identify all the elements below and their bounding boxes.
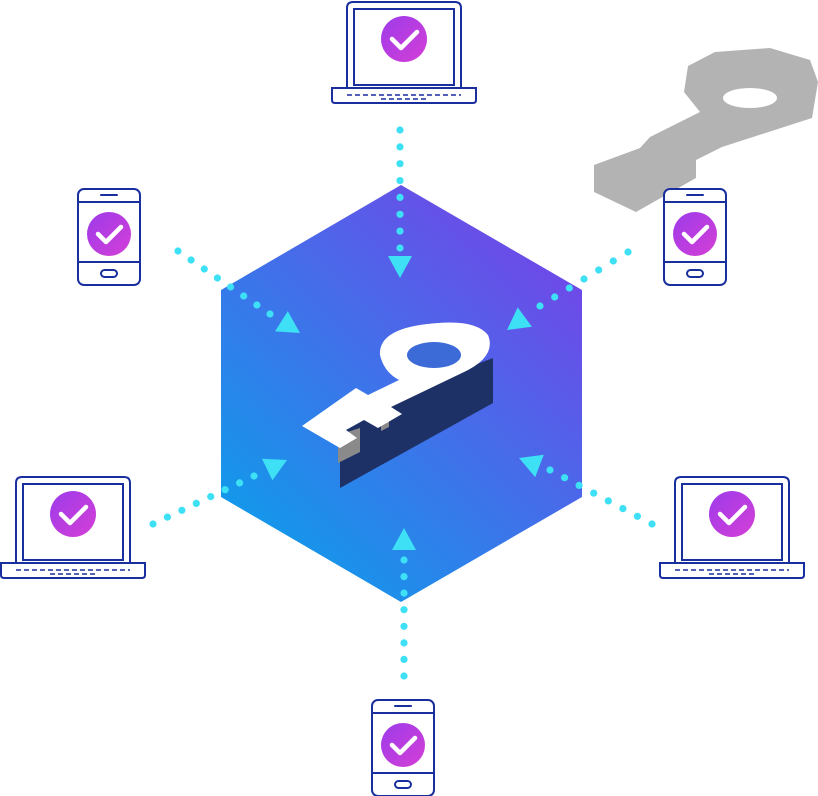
- connector-dot: [633, 512, 642, 520]
- connector-dot: [561, 474, 569, 482]
- connector-arrowhead: [519, 454, 544, 478]
- connector-dot: [400, 556, 408, 564]
- connector-dot: [400, 639, 408, 647]
- connector-dot: [396, 177, 404, 185]
- connector-dot: [227, 283, 235, 291]
- connector-dot: [604, 497, 612, 505]
- connector-dot: [200, 265, 208, 273]
- connector-dot: [551, 293, 559, 301]
- connector-dot: [149, 520, 157, 528]
- connector-dot: [266, 310, 274, 318]
- connector-dot: [396, 143, 404, 151]
- connector-dot: [396, 244, 404, 252]
- connector-arrowhead: [388, 256, 412, 278]
- connector-dot: [192, 499, 200, 507]
- device-laptop-lower-right: [660, 477, 804, 578]
- key-icon: [302, 322, 493, 488]
- connector-dot: [236, 479, 244, 487]
- gray-key-icon: [594, 48, 818, 212]
- connector-dot: [609, 257, 617, 265]
- connector-dot: [580, 275, 588, 283]
- connector-dot: [163, 513, 171, 521]
- connector-dot: [400, 573, 408, 581]
- connector-dot: [546, 466, 554, 474]
- center-hub: [221, 185, 582, 602]
- connector-dot: [648, 520, 656, 528]
- connector-dot: [240, 292, 248, 300]
- connector-dot: [396, 193, 404, 201]
- device-laptop-top: [332, 2, 476, 103]
- connector-dot: [174, 247, 182, 255]
- connector-arrowhead: [275, 311, 300, 333]
- connector-dot: [250, 472, 258, 480]
- connector-group: [149, 126, 656, 680]
- connector-dot: [619, 505, 627, 513]
- connector-dot: [624, 248, 632, 256]
- device-phone-upper-right: [664, 189, 726, 285]
- connector-dot: [253, 301, 261, 309]
- connector-dot: [565, 284, 573, 292]
- connector-dot: [396, 126, 404, 134]
- connector-dot: [536, 302, 544, 310]
- connector-dot: [396, 210, 404, 218]
- connector-dot: [400, 655, 408, 664]
- connector-arrowhead: [507, 307, 532, 330]
- connector-dot: [396, 160, 404, 168]
- connector-dot: [400, 672, 408, 680]
- connector-dot: [400, 606, 408, 614]
- connector-dot: [213, 274, 221, 282]
- connector-dot: [400, 589, 408, 597]
- connector-dot: [595, 266, 603, 274]
- connector-dot: [221, 486, 229, 494]
- device-phone-upper-left: [78, 189, 140, 285]
- connector-dot: [575, 481, 583, 489]
- device-laptop-lower-left: [1, 477, 145, 578]
- connector-arrowhead: [262, 458, 287, 481]
- connector-dot: [590, 489, 598, 497]
- connector-dot: [178, 506, 186, 514]
- device-phone-bottom: [372, 700, 434, 796]
- connector-arrowhead: [392, 528, 416, 550]
- connector-dot: [207, 493, 215, 501]
- connector-dot: [187, 256, 195, 264]
- connector-dot: [396, 227, 404, 235]
- connector-dot: [400, 622, 408, 630]
